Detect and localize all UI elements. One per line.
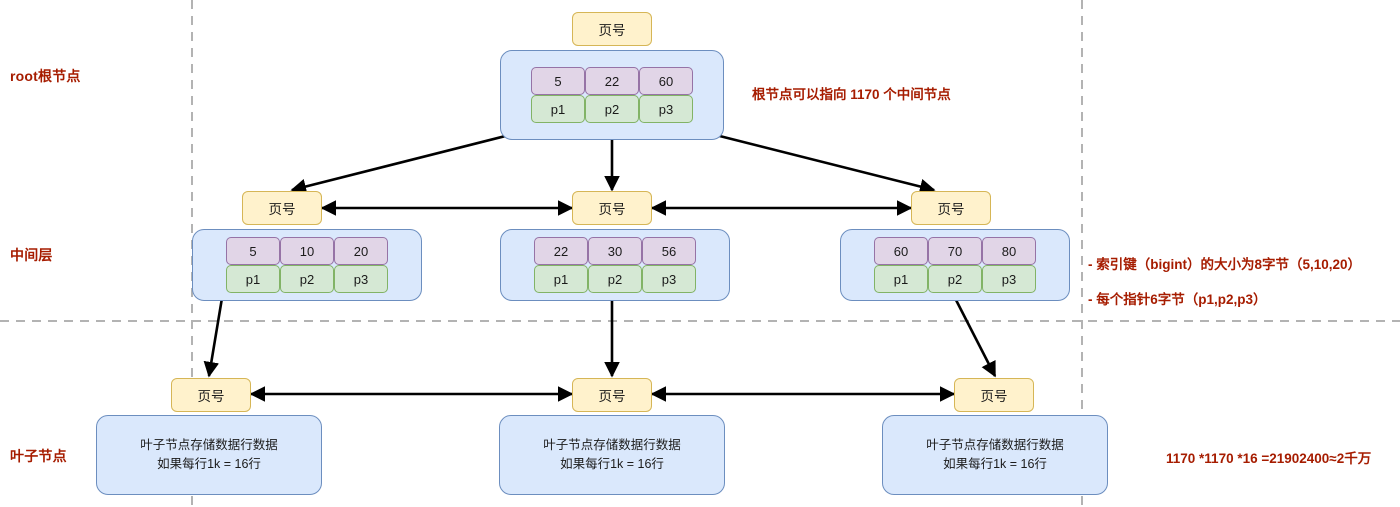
- root-pointer-cell-1[interactable]: p1: [531, 95, 585, 123]
- middle-node-2-key-cell-2[interactable]: 30: [588, 237, 642, 265]
- leaf-node-3-line-2: 如果每行1k = 16行: [943, 457, 1047, 471]
- root-pointer-row: p1 p2 p3: [531, 95, 693, 123]
- leaf-node-2[interactable]: 叶子节点存储数据行数据 如果每行1k = 16行: [499, 415, 725, 495]
- edge-middle-1-p1-to-leaf-1: [203, 297, 224, 378]
- middle-node-3-pointer-cell-1[interactable]: p1: [874, 265, 928, 293]
- middle-node-3-pointer-cell-2[interactable]: p2: [928, 265, 982, 293]
- middle-node-3-key-cell-1[interactable]: 60: [874, 237, 928, 265]
- middle-to-leaf-edges: [203, 297, 997, 378]
- annotation-index-key-size: - 索引键（bigint）的大小为8字节（5,10,20）: [1088, 257, 1362, 272]
- middle-node-1-pointer-cell-3[interactable]: p3: [334, 265, 388, 293]
- leaf-page-number-box-2[interactable]: 页号: [572, 378, 652, 412]
- middle-node-2-key-cell-3[interactable]: 56: [642, 237, 696, 265]
- root-page-number-box[interactable]: 页号: [572, 12, 652, 46]
- leaf-page-number-box-3[interactable]: 页号: [954, 378, 1034, 412]
- root-node-cells: 5 22 60 p1 p2 p3: [531, 67, 693, 123]
- annotation-root-fanout: 根节点可以指向 1170 个中间节点: [752, 87, 951, 102]
- middle-page-number-label-3: 页号: [937, 202, 965, 217]
- middle-node-1-cells: 5 10 20 p1 p2 p3: [226, 237, 388, 293]
- leaf-node-1-line-1: 叶子节点存储数据行数据: [140, 438, 278, 453]
- middle-node-1-pointer-cell-2[interactable]: p2: [280, 265, 334, 293]
- leaf-page-number-label-3: 页号: [980, 389, 1008, 404]
- middle-node-1[interactable]: 5 10 20 p1 p2 p3: [192, 229, 422, 301]
- layer-label-root: root根节点: [10, 68, 81, 84]
- middle-node-3-key-cell-2[interactable]: 70: [928, 237, 982, 265]
- middle-page-number-box-1[interactable]: 页号: [242, 191, 322, 225]
- layer-label-leaf: 叶子节点: [10, 448, 67, 464]
- annotation-pointer-size: - 每个指针6字节（p1,p2,p3）: [1088, 292, 1267, 307]
- leaf-node-2-line-1: 叶子节点存储数据行数据: [543, 438, 681, 453]
- middle-node-2[interactable]: 22 30 56 p1 p2 p3: [500, 229, 730, 301]
- middle-node-3-key-cell-3[interactable]: 80: [982, 237, 1036, 265]
- middle-node-2-pointer-cell-1[interactable]: p1: [534, 265, 588, 293]
- leaf-node-3-line-1: 叶子节点存储数据行数据: [926, 438, 1064, 453]
- leaf-page-number-label-1: 页号: [197, 389, 225, 404]
- root-pointer-cell-3[interactable]: p3: [639, 95, 693, 123]
- middle-node-1-key-row: 5 10 20: [226, 237, 388, 265]
- middle-node-1-pointer-row: p1 p2 p3: [226, 265, 388, 293]
- middle-node-1-key-cell-2[interactable]: 10: [280, 237, 334, 265]
- annotation-total-rows: 1170 *1170 *16 =21902400≈2千万: [1166, 451, 1372, 466]
- edge-middle-3-p2-to-leaf-3: [953, 297, 997, 378]
- middle-node-1-pointer-cell-1[interactable]: p1: [226, 265, 280, 293]
- middle-node-2-pointer-row: p1 p2 p3: [534, 265, 696, 293]
- leaf-node-1-line-2: 如果每行1k = 16行: [157, 457, 261, 471]
- leaf-node-3[interactable]: 叶子节点存储数据行数据 如果每行1k = 16行: [882, 415, 1108, 495]
- root-node[interactable]: 5 22 60 p1 p2 p3: [500, 50, 724, 140]
- middle-node-1-key-cell-1[interactable]: 5: [226, 237, 280, 265]
- middle-node-1-key-cell-3[interactable]: 20: [334, 237, 388, 265]
- middle-node-3-pointer-cell-3[interactable]: p3: [982, 265, 1036, 293]
- middle-node-2-pointer-cell-3[interactable]: p3: [642, 265, 696, 293]
- middle-node-3-key-row: 60 70 80: [874, 237, 1036, 265]
- root-page-number-label: 页号: [598, 23, 626, 38]
- root-key-row: 5 22 60: [531, 67, 693, 95]
- leaf-page-number-label-2: 页号: [598, 389, 626, 404]
- leaf-page-number-box-1[interactable]: 页号: [171, 378, 251, 412]
- middle-node-3[interactable]: 60 70 80 p1 p2 p3: [840, 229, 1070, 301]
- middle-node-3-cells: 60 70 80 p1 p2 p3: [874, 237, 1036, 293]
- middle-node-2-pointer-cell-2[interactable]: p2: [588, 265, 642, 293]
- root-key-cell-2[interactable]: 22: [585, 67, 639, 95]
- middle-page-number-box-3[interactable]: 页号: [911, 191, 991, 225]
- middle-page-number-box-2[interactable]: 页号: [572, 191, 652, 225]
- middle-node-2-key-row: 22 30 56: [534, 237, 696, 265]
- leaf-node-2-line-2: 如果每行1k = 16行: [560, 457, 664, 471]
- middle-node-2-cells: 22 30 56 p1 p2 p3: [534, 237, 696, 293]
- root-key-cell-3[interactable]: 60: [639, 67, 693, 95]
- middle-node-2-key-cell-1[interactable]: 22: [534, 237, 588, 265]
- middle-node-3-pointer-row: p1 p2 p3: [874, 265, 1036, 293]
- root-key-cell-1[interactable]: 5: [531, 67, 585, 95]
- layer-label-middle: 中间层: [10, 247, 53, 263]
- leaf-node-1[interactable]: 叶子节点存储数据行数据 如果每行1k = 16行: [96, 415, 322, 495]
- middle-page-number-label-2: 页号: [598, 202, 626, 217]
- root-pointer-cell-2[interactable]: p2: [585, 95, 639, 123]
- middle-page-number-label-1: 页号: [268, 202, 296, 217]
